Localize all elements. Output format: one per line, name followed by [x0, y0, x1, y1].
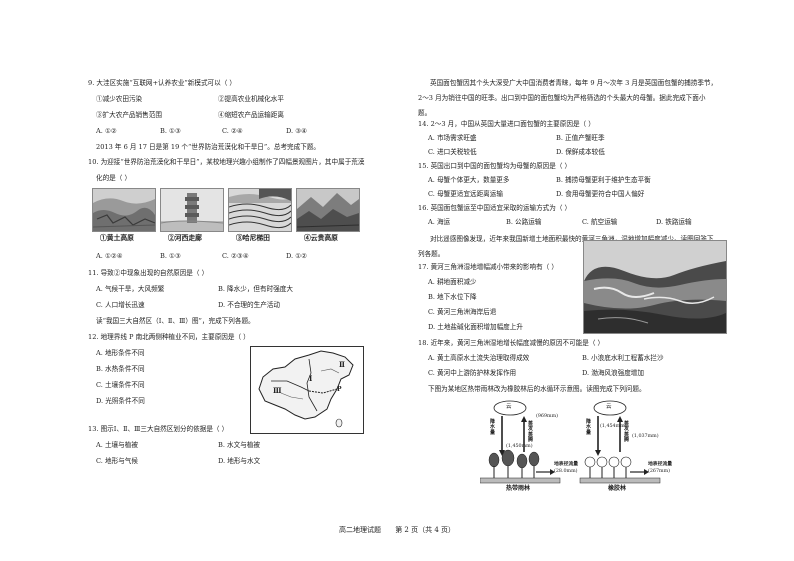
- q13-option-d: D. 地形与水文: [218, 457, 261, 465]
- map-label-2: Ⅱ: [339, 360, 345, 369]
- loess-plateau-photo: [92, 188, 156, 232]
- footer-subject: 高二地理试题: [338, 526, 381, 534]
- q18-stem: 18. 近年来，黄河三角洲湿地增长幅度减慢的原因不可能是（ ）: [418, 339, 605, 347]
- left-ground-value: (1,450mm): [506, 444, 533, 449]
- right-precip-value: (1,454mm): [600, 424, 627, 429]
- q14-stem: 14. 2～3 月，中国从英国大量进口面包蟹的主要原因是（ ）: [418, 120, 595, 128]
- q15-option-c: C. 母蟹更适宜远距离运输: [428, 190, 503, 198]
- q17-option-b: B. 地下水位下降: [428, 293, 477, 301]
- q16-option-b: B. 公路运输: [506, 218, 542, 226]
- yungui-plateau-photo: [296, 188, 360, 232]
- tropical-rainforest-label: 热带雨林: [506, 485, 531, 492]
- q9-item-1: ①减少农田污染: [96, 95, 143, 103]
- intro-q14: 英国面包蟹因其个头大深受广大中国消费者青睐，每年 9 月～次年 3 月是英国面包…: [418, 79, 718, 117]
- q14-option-d: D. 保鲜成本较低: [556, 148, 605, 156]
- rubber-forest-label: 橡胶林: [608, 485, 627, 492]
- q17-stem: 17. 黄河三角洲湿地增幅减小带来的影响有（ ）: [418, 263, 558, 271]
- right-runoff-value: (267mm): [648, 469, 670, 474]
- left-evap-value: (969mm): [536, 414, 558, 419]
- q9-stem: 9. 大洼区实施“互联网+认养农业”新模式可以（ ）: [88, 79, 237, 87]
- water-cycle-diagram: 云 云 降水量 蒸发蒸腾 (969mm) (1,450mm) 地表径流量 (28…: [479, 398, 690, 498]
- intro-q19: 下图为某地区热带雨林改为橡胶林后的水循环示意图。读图完成下列问题。: [428, 385, 646, 393]
- q16-option-a: A. 海运: [428, 218, 451, 226]
- q9-item-3: ③扩大农产品销售范围: [96, 111, 162, 119]
- q10-option-c: C. ②③④: [222, 252, 249, 260]
- china-natural-regions-map: Ⅰ Ⅱ Ⅲ P: [250, 346, 364, 434]
- q12-option-d: D. 光照条件不同: [96, 397, 145, 405]
- caption-3: ③哈尼梯田: [236, 234, 270, 242]
- q11-option-c: C. 人口增长迅速: [96, 301, 145, 309]
- hexi-corridor-photo: [160, 188, 224, 232]
- q18-option-c: C. 黄河中上游防护林发挥作用: [428, 369, 517, 377]
- q17-option-d: D. 土地盐碱化面积增加幅度上升: [428, 323, 523, 331]
- q16-option-c: C. 航空运输: [582, 218, 618, 226]
- q17-option-c: C. 黄河三角洲海岸后退: [428, 308, 497, 316]
- cloud-label-right: 云: [606, 404, 612, 410]
- right-evap-value: (1,037mm): [632, 434, 659, 439]
- q14-option-c: C. 进口关税较低: [428, 148, 477, 156]
- cloud-label-left: 云: [506, 404, 512, 410]
- q11-stem: 11. 导致②中现象出现的自然原因是（ ）: [88, 269, 209, 277]
- q9-item-4: ④缩短农产品运输距离: [218, 111, 284, 119]
- q12-option-b: B. 水热条件不同: [96, 365, 145, 373]
- q9-option-d: D. ③④: [286, 127, 308, 135]
- q18-option-d: D. 渤海风浪强度增加: [582, 369, 644, 377]
- right-evap-label: 蒸发蒸腾: [624, 421, 630, 443]
- map-label-3: Ⅲ: [273, 386, 282, 395]
- left-runoff-label: 地表径流量: [554, 461, 578, 467]
- q12-option-c: C. 土壤条件不同: [96, 381, 145, 389]
- q15-option-b: B. 捕捞母蟹更利于维护生态平衡: [556, 176, 651, 184]
- right-precip-label: 降水量: [586, 419, 592, 436]
- q14-option-b: B. 正值产蟹旺季: [556, 134, 605, 142]
- q13-option-b: B. 水文与植被: [218, 441, 261, 449]
- right-runoff-label: 地表径流量: [648, 461, 672, 467]
- q10-option-d: D. ①②: [286, 252, 308, 260]
- q11-option-a: A. 气候干旱，大风频繁: [96, 285, 165, 293]
- q16-stem: 16. 英国面包蟹运至中国适宜采取的运输方式为（ ）: [418, 204, 572, 212]
- intro-q12: 读“我国三大自然区（Ⅰ、Ⅱ、Ⅲ）图”，完成下列各题。: [96, 317, 255, 325]
- q11-option-b: B. 降水少，但有时强度大: [218, 285, 293, 293]
- q17-option-a: A. 耕地面积减少: [428, 278, 477, 286]
- q15-stem: 15. 英国出口到中国的面包蟹均为母蟹的原因是（ ）: [418, 162, 572, 170]
- footer-page-number: 第 2 页（共 4 页）: [395, 526, 456, 534]
- q11-option-d: D. 不合理的生产活动: [218, 301, 280, 309]
- q12-stem: 12. 地理界线 P 南北两侧种植业不同，主要原因是（ ）: [88, 333, 250, 341]
- q15-option-d: D. 食用母蟹更符合中国人偏好: [556, 190, 645, 198]
- q14-option-a: A. 市场需求旺盛: [428, 134, 477, 142]
- q16-option-d: D. 铁路运输: [656, 218, 692, 226]
- q13-option-c: C. 地形与气候: [96, 457, 138, 465]
- page-footer: 高二地理试题 第 2 页（共 4 页）: [0, 526, 794, 534]
- q18-option-a: A. 黄土高原水土流失治理取得成效: [428, 354, 530, 362]
- q13-option-a: A. 土壤与植被: [96, 441, 138, 449]
- q9-option-b: B. ①③: [160, 127, 181, 135]
- intro-q17: 对比遥感图像发现，近年来我国新增土地面积最快的黄河三角洲，湿地增加幅度减少。读图…: [418, 235, 714, 258]
- caption-1: ①黄土高原: [100, 234, 134, 242]
- map-label-1: Ⅰ: [309, 374, 313, 383]
- intro-q10: 2013 年 6 月 17 日是第 19 个“世界防治荒漠化和干旱日”。总考完成…: [96, 143, 321, 151]
- caption-2: ②河西走廊: [168, 234, 202, 242]
- left-evap-label: 蒸发蒸腾: [528, 421, 534, 443]
- q10-stem-cont: 化的是（ ）: [96, 174, 132, 182]
- q12-option-a: A. 地形条件不同: [96, 349, 145, 357]
- q18-option-b: B. 小浪底水利工程蓄水拦沙: [582, 354, 664, 362]
- q10-option-a: A. ①②④: [96, 252, 123, 260]
- q9-option-c: C. ②④: [222, 127, 243, 135]
- left-runoff-value: (28.0mm): [554, 469, 578, 474]
- yellow-river-delta-satellite-image: [583, 240, 727, 334]
- left-precip-label: 降水量: [490, 419, 496, 436]
- q13-stem: 13. 图示Ⅰ、Ⅱ、Ⅲ三大自然区划分的依据是（ ）: [88, 425, 229, 433]
- q10-option-b: B. ①③: [160, 252, 181, 260]
- q9-option-a: A. ①②: [96, 127, 117, 135]
- caption-4: ④云贵高原: [304, 234, 338, 242]
- q10-stem: 10. 为迎接“世界防治荒漠化和干旱日”，某校地理兴趣小组制作了四幅景观图片，其…: [88, 158, 365, 166]
- hani-terraces-photo: [228, 188, 292, 232]
- map-label-p: P: [337, 386, 342, 393]
- q15-option-a: A. 母蟹个体更大，数量更多: [428, 176, 510, 184]
- q9-item-2: ②提高农业机械化水平: [218, 95, 284, 103]
